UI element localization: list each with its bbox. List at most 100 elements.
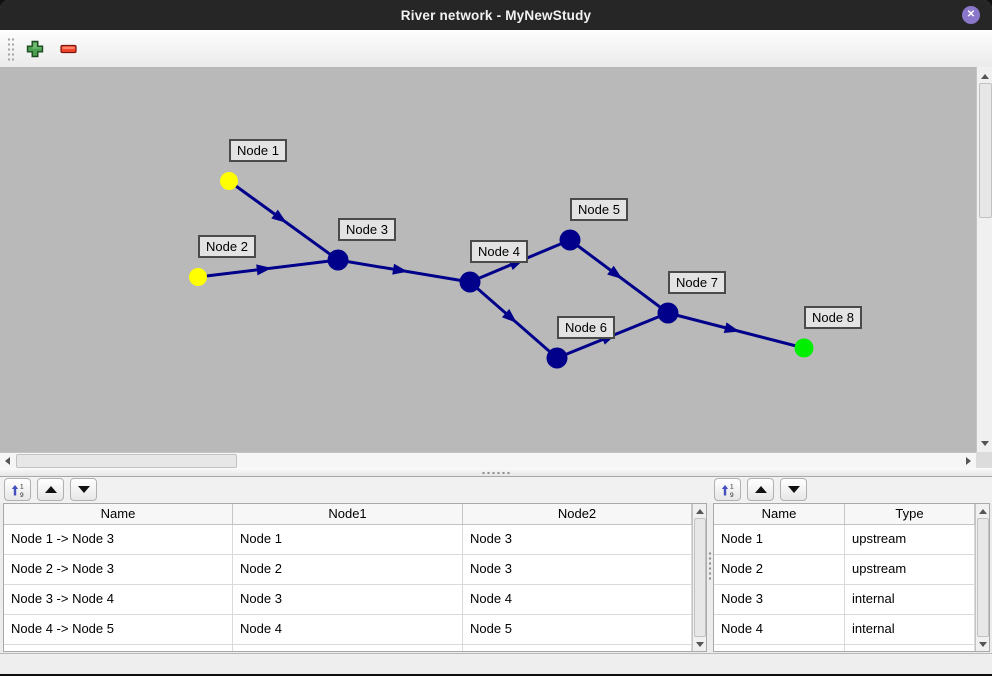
scroll-up-icon[interactable] <box>693 505 706 517</box>
table-row[interactable]: Node 2 -> Node 3 Node 2 Node 3 <box>4 555 706 585</box>
flow-arrow-icon <box>501 308 517 323</box>
scroll-thumb[interactable] <box>694 518 706 637</box>
add-node-icon[interactable] <box>24 38 46 60</box>
window-title: River network - MyNewStudy <box>400 7 592 23</box>
flow-arrow-icon <box>256 264 272 276</box>
column-header-node1[interactable]: Node1 <box>233 504 463 524</box>
sort-nodes-button[interactable]: 1 9 <box>714 478 741 501</box>
table-row-partial <box>4 645 706 651</box>
cell-name[interactable]: Node 4 <box>714 615 845 644</box>
horizontal-scroll-thumb[interactable] <box>16 454 237 468</box>
move-node-up-button[interactable] <box>747 478 774 501</box>
scroll-right-icon[interactable] <box>961 453 976 468</box>
sort-links-button[interactable]: 1 9 <box>4 478 31 501</box>
sort-icon: 1 9 <box>11 483 24 499</box>
move-link-up-button[interactable] <box>37 478 64 501</box>
move-node-down-button[interactable] <box>780 478 807 501</box>
scroll-down-icon[interactable] <box>693 638 706 650</box>
cell-type[interactable]: internal <box>845 615 975 644</box>
scroll-down-icon[interactable] <box>976 638 989 650</box>
arrow-up-icon <box>44 486 57 493</box>
column-header-node2[interactable]: Node2 <box>463 504 692 524</box>
cell-node1[interactable]: Node 4 <box>233 615 463 644</box>
node-node5[interactable] <box>559 229 581 251</box>
svg-text:9: 9 <box>20 492 24 499</box>
node-label: Node 7 <box>668 271 726 294</box>
column-header-name[interactable]: Name <box>714 504 845 524</box>
flow-arrow-icon <box>723 322 740 334</box>
scroll-up-icon[interactable] <box>977 69 992 83</box>
cell-node1[interactable]: Node 1 <box>233 525 463 554</box>
toolbar-grip-handle[interactable] <box>7 35 14 62</box>
splitter-grip-icon <box>481 471 511 475</box>
splitter-grip-icon <box>708 551 712 581</box>
cell-name[interactable]: Node 1 -> Node 3 <box>4 525 233 554</box>
cell-node1[interactable]: Node 2 <box>233 555 463 584</box>
table-row[interactable]: Node 1 upstream <box>714 525 989 555</box>
titlebar: River network - MyNewStudy ✕ <box>0 0 992 30</box>
tables-splitter[interactable] <box>707 503 713 652</box>
node-label: Node 3 <box>338 218 396 241</box>
links-table-scrollbar[interactable] <box>692 504 706 651</box>
cell-type[interactable]: upstream <box>845 555 975 584</box>
node-node1[interactable] <box>220 172 238 190</box>
table-row[interactable]: Node 3 -> Node 4 Node 3 Node 4 <box>4 585 706 615</box>
cell-node1[interactable]: Node 3 <box>233 585 463 614</box>
column-header-type[interactable]: Type <box>845 504 975 524</box>
node-node3[interactable] <box>327 249 349 271</box>
column-header-name[interactable]: Name <box>4 504 233 524</box>
node-node6[interactable] <box>546 347 568 369</box>
canvas-horizontal-scrollbar[interactable] <box>0 452 976 468</box>
node-node8[interactable] <box>794 338 814 358</box>
arrow-down-icon <box>77 486 90 493</box>
pane-splitter[interactable] <box>0 468 992 477</box>
cell-node2[interactable]: Node 4 <box>463 585 692 614</box>
cell-type[interactable]: internal <box>845 585 975 614</box>
links-table: Name Node1 Node2 Node 1 -> Node 3 Node 1… <box>3 503 707 652</box>
tables-pane: Name Node1 Node2 Node 1 -> Node 3 Node 1… <box>0 503 992 653</box>
arrow-up-icon <box>754 486 767 493</box>
node-label: Node 4 <box>470 240 528 263</box>
table-row[interactable]: Node 4 -> Node 5 Node 4 Node 5 <box>4 615 706 645</box>
scroll-down-icon[interactable] <box>977 436 992 450</box>
remove-node-icon[interactable] <box>58 38 80 60</box>
cell-name[interactable]: Node 3 -> Node 4 <box>4 585 233 614</box>
cell-name[interactable]: Node 3 <box>714 585 845 614</box>
table-row[interactable]: Node 1 -> Node 3 Node 1 Node 3 <box>4 525 706 555</box>
scroll-thumb[interactable] <box>977 518 989 637</box>
table-row[interactable]: Node 3 internal <box>714 585 989 615</box>
cell-type[interactable]: upstream <box>845 525 975 554</box>
table-toolbars: 1 9 1 9 <box>0 477 992 503</box>
cell-name[interactable]: Node 4 -> Node 5 <box>4 615 233 644</box>
scroll-up-icon[interactable] <box>976 505 989 517</box>
table-row[interactable]: Node 4 internal <box>714 615 989 645</box>
scroll-left-icon[interactable] <box>0 453 15 468</box>
node-label: Node 6 <box>557 316 615 339</box>
nodes-table: Name Type Node 1 upstream Node 2 upstrea… <box>713 503 990 652</box>
cell-name[interactable]: Node 1 <box>714 525 845 554</box>
table-row[interactable]: Node 2 upstream <box>714 555 989 585</box>
table-row-partial <box>714 645 989 651</box>
flow-arrow-icon <box>607 265 623 280</box>
cell-name[interactable]: Node 2 <box>714 555 845 584</box>
flow-arrow-icon <box>392 263 408 275</box>
move-link-down-button[interactable] <box>70 478 97 501</box>
canvas-vertical-scrollbar[interactable] <box>976 67 992 452</box>
cell-node2[interactable]: Node 3 <box>463 525 692 554</box>
svg-text:1: 1 <box>730 483 734 490</box>
node-node7[interactable] <box>657 302 679 324</box>
node-node4[interactable] <box>459 271 481 293</box>
svg-text:1: 1 <box>20 483 24 490</box>
flow-arrow-icon <box>271 209 287 223</box>
cell-node2[interactable]: Node 5 <box>463 615 692 644</box>
node-node2[interactable] <box>189 268 207 286</box>
node-label: Node 2 <box>198 235 256 258</box>
cell-name[interactable]: Node 2 -> Node 3 <box>4 555 233 584</box>
vertical-scroll-thumb[interactable] <box>979 83 992 218</box>
close-icon[interactable]: ✕ <box>962 6 980 24</box>
nodes-table-scrollbar[interactable] <box>975 504 989 651</box>
cell-node2[interactable]: Node 3 <box>463 555 692 584</box>
